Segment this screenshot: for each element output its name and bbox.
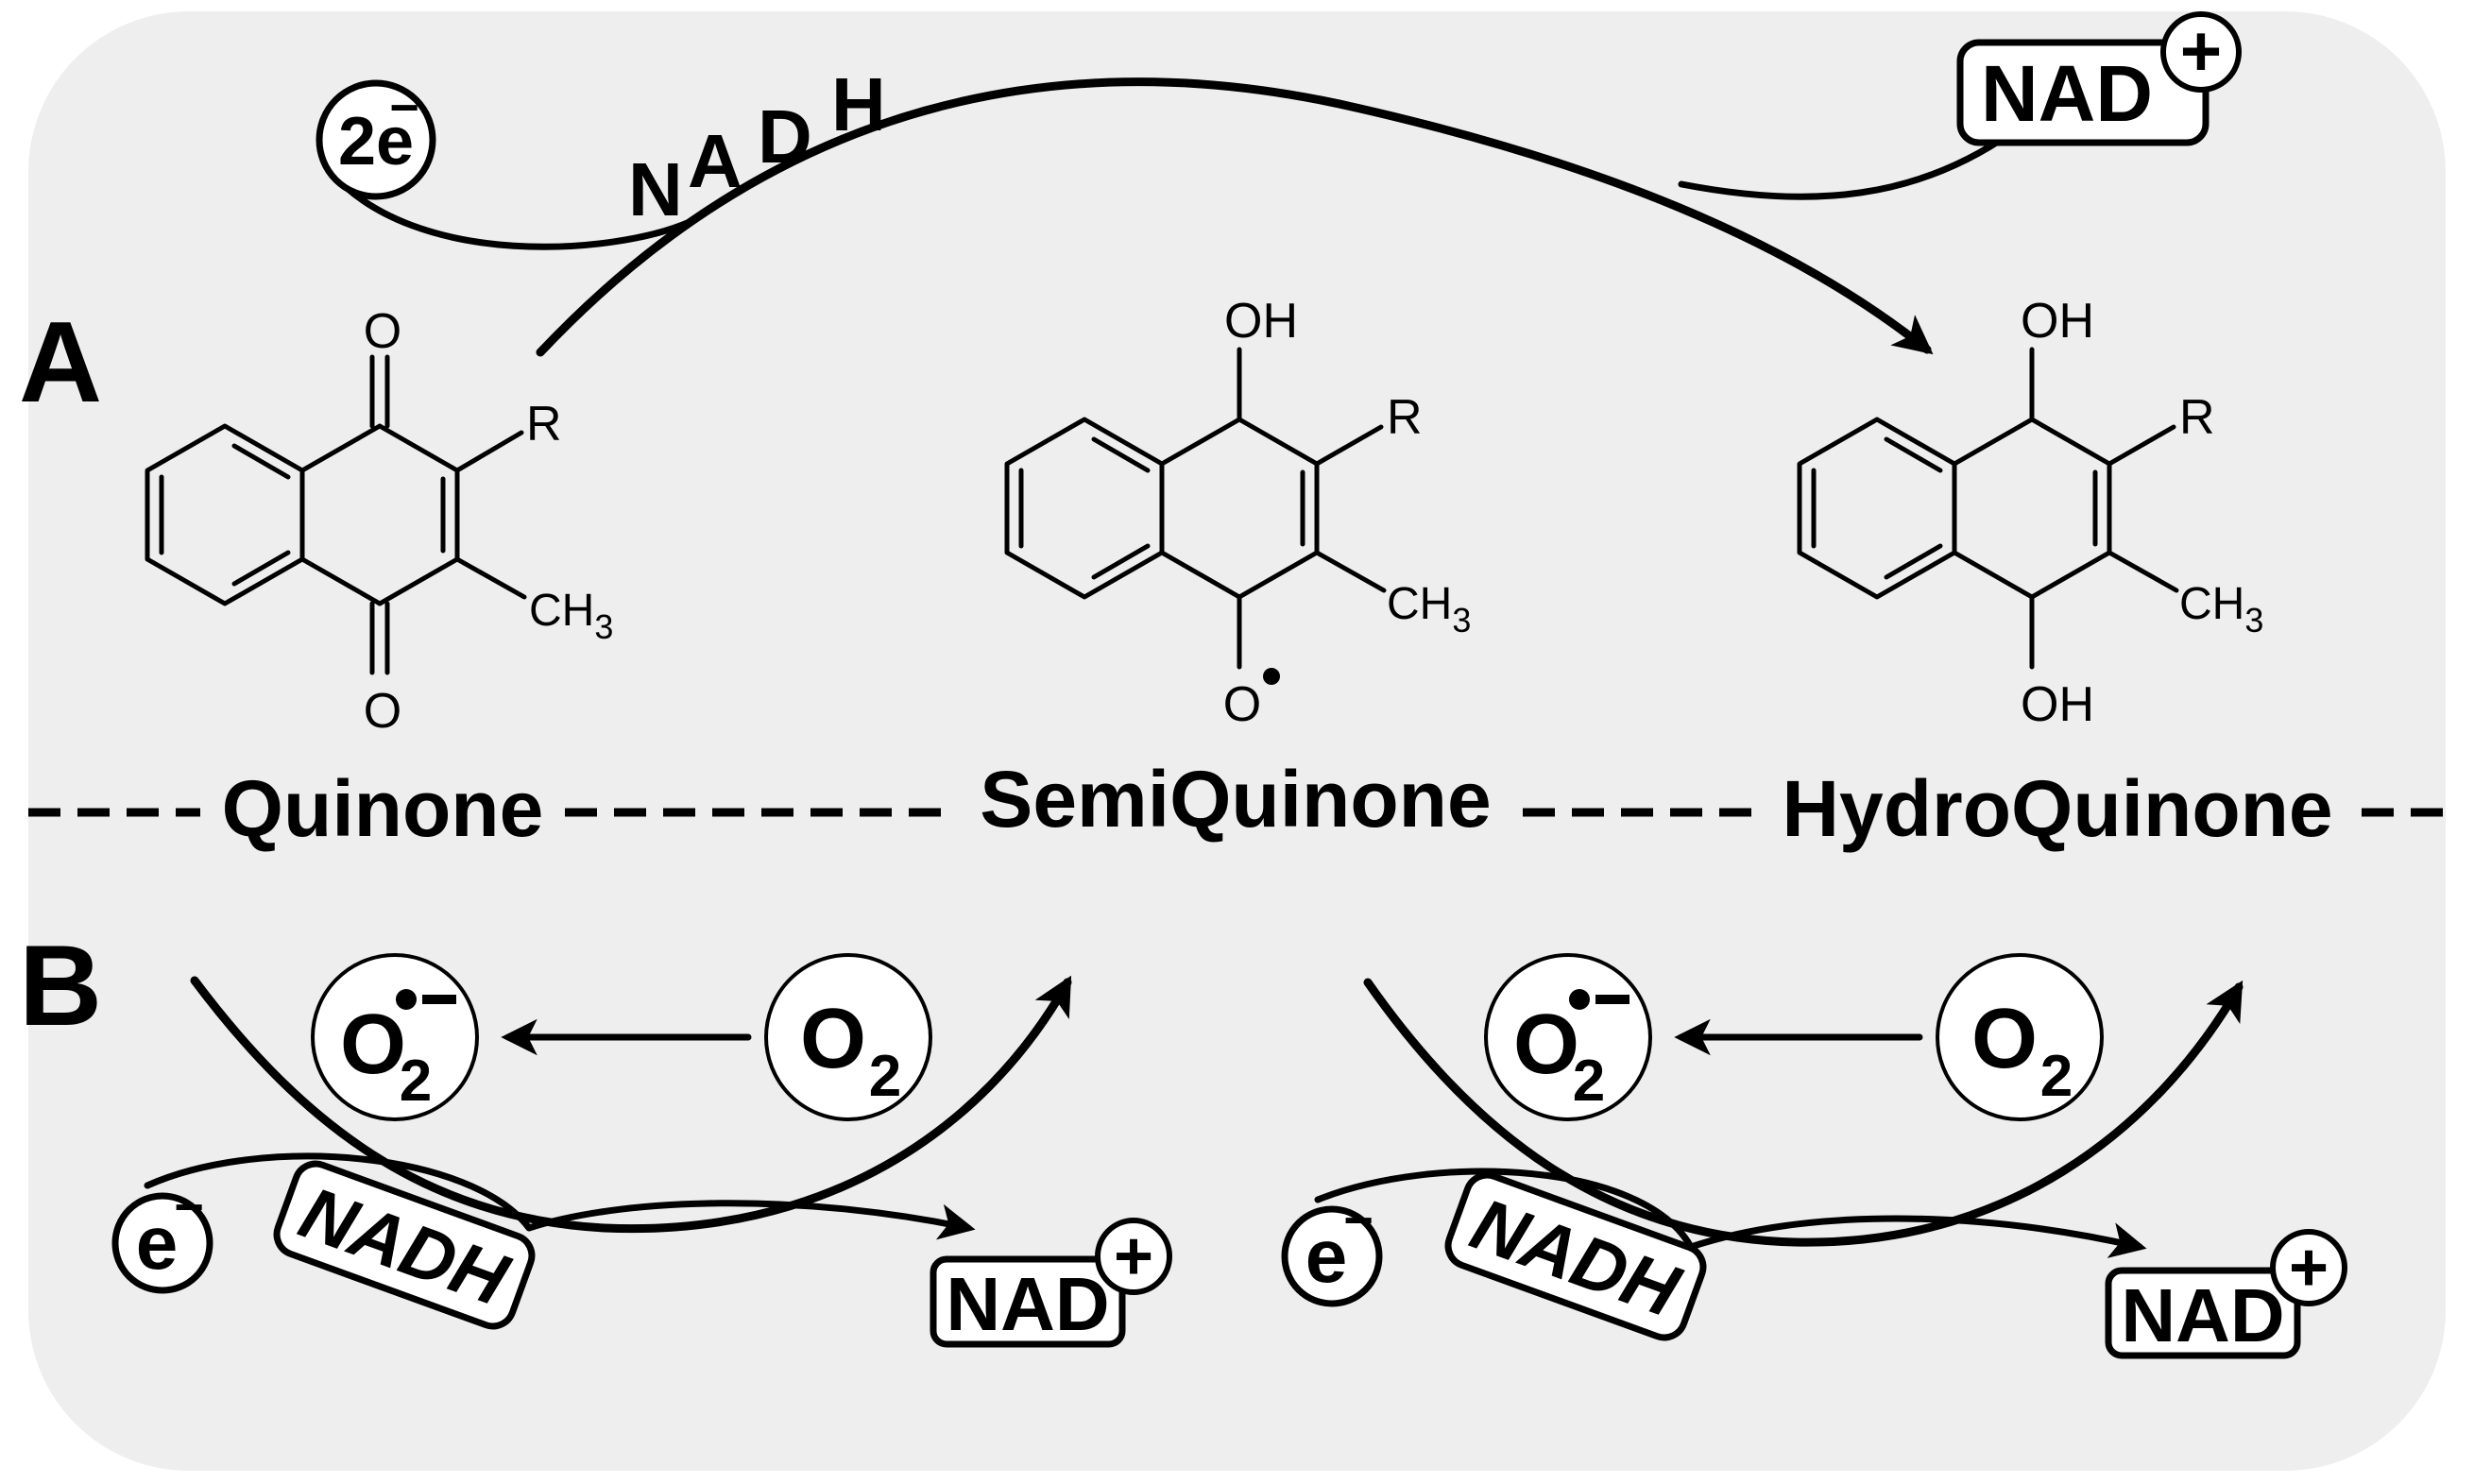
hydroquinone-structure: OH OH R CH3 bbox=[1797, 294, 2263, 732]
left-superoxide-radical-icon bbox=[396, 989, 417, 1010]
left-electron-curve bbox=[144, 1152, 976, 1240]
panel-label-a: A bbox=[19, 298, 102, 426]
hydroquinone-methyl: CH3 bbox=[2179, 579, 2263, 640]
left-electron-charge: − bbox=[174, 1179, 204, 1236]
right-electron-label: e bbox=[1305, 1214, 1348, 1298]
nadh-letter-n: N bbox=[628, 147, 683, 231]
nad-output-curve bbox=[1678, 128, 2016, 200]
two-electron-charge: − bbox=[389, 79, 419, 136]
left-electron-label: e bbox=[136, 1201, 179, 1285]
two-electron-label: 2e bbox=[338, 104, 414, 179]
right-superoxide-sub: 2 bbox=[1573, 1049, 1605, 1114]
panel-b-right-cycle: O 2 O 2 e − NADH NAD + bbox=[1281, 953, 2347, 1359]
right-cycle-arrow bbox=[1363, 978, 2244, 1247]
left-electron-badge: e − bbox=[111, 1179, 213, 1294]
left-superoxide-label: O bbox=[340, 998, 406, 1092]
right-electron-charge: − bbox=[1343, 1192, 1373, 1249]
nadh-letter-h: H bbox=[831, 62, 886, 146]
nadh-letter-d: D bbox=[758, 94, 812, 179]
main-reduction-arrow bbox=[536, 77, 1934, 357]
radical-dot-icon bbox=[1263, 668, 1280, 685]
quinone-r-group: R bbox=[526, 397, 562, 452]
semiquinone-top-hydroxyl: OH bbox=[1224, 294, 1298, 349]
panel-a-reaction: 2e − N A D H NAD + bbox=[316, 11, 2242, 357]
hydroquinone-r-group: R bbox=[2179, 390, 2215, 445]
left-superoxide-badge: O 2 bbox=[311, 953, 479, 1121]
right-oxygen-badge: O 2 bbox=[1936, 953, 2104, 1121]
right-nad-plus: + bbox=[2289, 1230, 2329, 1305]
left-nad-label: NAD bbox=[946, 1262, 1109, 1346]
semiquinone-r-group: R bbox=[1387, 390, 1423, 445]
left-superoxide-sub: 2 bbox=[400, 1049, 432, 1114]
right-nad-plus-badge: NAD + bbox=[2105, 1229, 2347, 1359]
left-cycle-arrow bbox=[190, 975, 1072, 1234]
right-nad-label: NAD bbox=[2121, 1273, 2284, 1357]
left-nad-plus: + bbox=[1114, 1219, 1153, 1294]
right-superoxide-label: O bbox=[1513, 998, 1579, 1092]
quinone-methyl: CH3 bbox=[529, 586, 613, 646]
hydroquinone-top-hydroxyl: OH bbox=[2021, 294, 2094, 349]
right-oxygen-label: O bbox=[1971, 992, 2038, 1086]
semiquinone-structure: OH O R CH3 bbox=[1004, 294, 1471, 732]
nadh-input-curve bbox=[327, 168, 693, 250]
right-electron-badge: e − bbox=[1281, 1192, 1383, 1307]
two-electron-badge: 2e − bbox=[316, 79, 436, 200]
right-superoxide-badge: O 2 bbox=[1484, 953, 1652, 1121]
semiquinone-bottom-oxygen: O bbox=[1223, 677, 1261, 732]
nadh-letter-a: A bbox=[688, 119, 742, 203]
left-oxygen-sub: 2 bbox=[869, 1044, 901, 1109]
left-nad-plus-badge: NAD + bbox=[930, 1218, 1172, 1348]
nad-label-a: NAD bbox=[1981, 49, 2153, 138]
divider-row: Quinone SemiQuinone HydroQuinone bbox=[28, 755, 2451, 853]
hydroquinone-bottom-hydroxyl: OH bbox=[2021, 677, 2094, 732]
left-oxygen-badge: O 2 bbox=[764, 953, 932, 1121]
nad-plus-a: + bbox=[2180, 11, 2222, 92]
semiquinone-name: SemiQuinone bbox=[980, 755, 1491, 844]
semiquinone-methyl: CH3 bbox=[1387, 579, 1471, 640]
quinone-name: Quinone bbox=[222, 764, 544, 853]
hydroquinone-name: HydroQuinone bbox=[1782, 764, 2332, 853]
quinone-bottom-oxygen: O bbox=[364, 684, 401, 739]
right-superoxide-radical-icon bbox=[1569, 989, 1590, 1010]
quinone-top-oxygen: O bbox=[364, 304, 401, 359]
nad-plus-badge-a: NAD + bbox=[1956, 11, 2242, 146]
panel-label-b: B bbox=[19, 921, 102, 1049]
svg-text:O: O bbox=[340, 998, 406, 1092]
panel-b-left-cycle: O 2 O 2 e − NADH NAD + bbox=[111, 953, 1172, 1348]
svg-text:O: O bbox=[1513, 998, 1579, 1092]
right-oxygen-sub: 2 bbox=[2040, 1044, 2073, 1109]
quinone-structure: O O R CH3 bbox=[145, 304, 613, 739]
left-oxygen-label: O bbox=[800, 992, 866, 1086]
background-panel bbox=[28, 11, 2446, 1471]
